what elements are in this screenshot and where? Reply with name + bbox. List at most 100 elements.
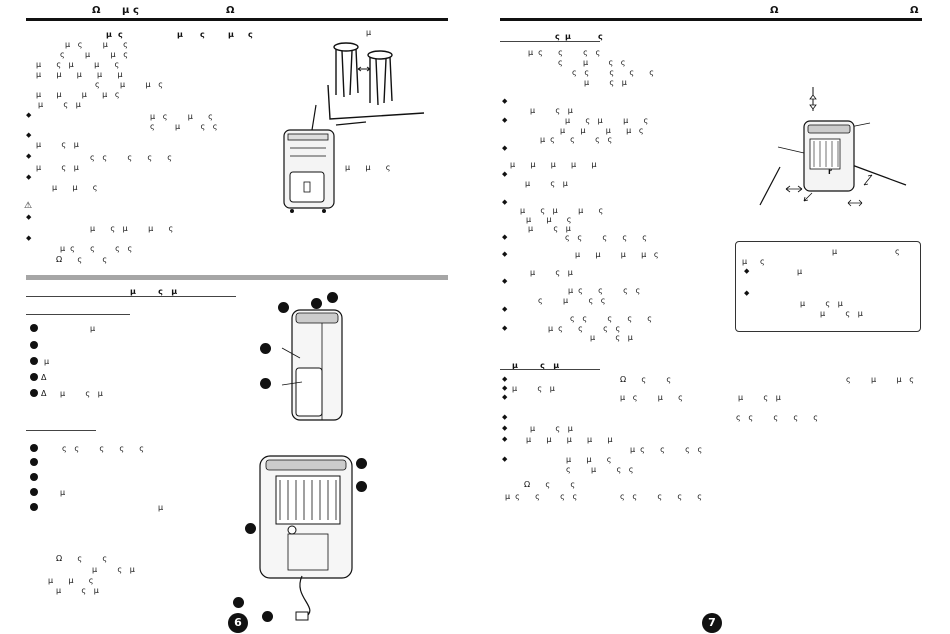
right-subheading-glyph-2: μ bbox=[565, 32, 571, 41]
left-header-rule bbox=[26, 18, 448, 21]
right-text-line: μ ς μ bbox=[530, 424, 573, 433]
right-text-line: μ ς μ bbox=[530, 106, 573, 115]
callout-1 bbox=[278, 302, 289, 313]
right-text-line: ς μ μ ς bbox=[846, 375, 914, 384]
right-text-line: ς μ ς ς bbox=[566, 465, 634, 474]
right-text-line: ς ς ς ς ς bbox=[565, 233, 647, 242]
note-glyph-2: ς bbox=[895, 247, 900, 256]
left-text-line: μ ς ς ς ς bbox=[60, 244, 133, 253]
left-text-line: ς μ ς ς bbox=[150, 122, 218, 131]
bullet: ◆ bbox=[502, 305, 508, 313]
front-part-3-glyph: μ bbox=[44, 357, 50, 366]
rear-part-2-marker bbox=[30, 458, 38, 466]
callout-rear-4 bbox=[356, 458, 367, 469]
callout-4 bbox=[260, 343, 271, 354]
left-text-line: μ ς μ bbox=[56, 586, 99, 595]
right-text-line: μ μ μ μ ς bbox=[560, 126, 644, 135]
bullet: ◆ bbox=[502, 413, 508, 421]
bullet: ◆ bbox=[502, 393, 508, 401]
bullet: ◆ bbox=[502, 384, 508, 392]
right-text-line: ς ς ς ς ς bbox=[570, 314, 652, 323]
clearance-diagram bbox=[759, 87, 907, 207]
right-header-rule bbox=[500, 18, 922, 21]
bullet: ◆ bbox=[502, 233, 508, 241]
left-text-line: μ μ ς bbox=[52, 183, 98, 192]
bullet: ◆ bbox=[26, 152, 32, 160]
clearance-mark-r: r bbox=[828, 167, 832, 176]
left-text-line: μ ς μ μ ς bbox=[36, 60, 120, 69]
bullet: ◆ bbox=[502, 277, 508, 285]
left-text-line: μ ς μ ς bbox=[150, 112, 213, 121]
callout-5 bbox=[260, 378, 271, 389]
bullet: ◆ bbox=[502, 455, 508, 463]
note-bullet-1: ◆ bbox=[744, 267, 750, 275]
left-text-line: μ ς μ bbox=[92, 565, 135, 574]
left-text-line: μ ς μ bbox=[36, 140, 79, 149]
front-part-4-glyph: Δ bbox=[41, 373, 47, 382]
dehumidifier-wall-illustration bbox=[283, 104, 367, 213]
callout-2 bbox=[311, 298, 322, 309]
rear-part-4-marker bbox=[30, 488, 38, 496]
rear-part-5-glyph: μ bbox=[158, 503, 164, 512]
right-text-line: μ μ μ μ ς bbox=[575, 250, 659, 259]
right-page-number: 7 bbox=[702, 613, 722, 633]
left-header-glyph-4: Ω bbox=[226, 5, 235, 16]
intro-glyph-2: ς bbox=[118, 30, 123, 39]
right-header-glyph-2: Ω bbox=[910, 5, 919, 16]
left-text-line: μ μ μ μ μ bbox=[36, 70, 123, 79]
right-section2-heading: μ ς μ bbox=[512, 361, 560, 370]
right-text-line: μ ς ς ς ς bbox=[505, 492, 578, 501]
left-text-line: μ ς μ bbox=[38, 100, 81, 109]
bullet: ◆ bbox=[26, 111, 32, 119]
right-header-glyph-1: Ω bbox=[770, 5, 779, 16]
tap-mark: μ bbox=[366, 28, 372, 37]
front-part-5-text: μ ς μ bbox=[60, 389, 103, 398]
front-part-2-marker bbox=[30, 341, 38, 349]
left-header-glyph-2: μ bbox=[122, 5, 130, 16]
bullet: ◆ bbox=[502, 424, 508, 432]
right-text-line: μ ς μ bbox=[584, 78, 627, 87]
right-text-line: μ ς μ bbox=[738, 393, 781, 402]
rear-part-1-marker bbox=[30, 444, 38, 452]
note-box bbox=[735, 241, 921, 332]
bullet: ◆ bbox=[502, 435, 508, 443]
left-text-line: μ μ ς bbox=[48, 576, 94, 585]
callout-3 bbox=[327, 292, 338, 303]
right-text-line: μ ς μ bbox=[530, 268, 573, 277]
rear-subheading-underline bbox=[26, 430, 96, 431]
front-part-1-glyph: μ bbox=[90, 324, 96, 333]
right-subheading-glyph-3: ς bbox=[598, 32, 603, 41]
right-text-line: μ μ μ μ μ bbox=[526, 435, 613, 444]
note-bullet-2: ◆ bbox=[744, 289, 750, 297]
front-subheading-underline bbox=[26, 314, 130, 315]
bullet: ◆ bbox=[502, 116, 508, 124]
right-text-line: μ ς μ bbox=[512, 384, 555, 393]
heading-underline bbox=[26, 296, 236, 297]
right-subheading-glyph-1: ς bbox=[555, 32, 560, 41]
right-text-line: μ ς ς ς ς bbox=[540, 135, 613, 144]
right-text-line: Ω ς ς bbox=[524, 480, 576, 489]
right-text-line: μ ς μ ς bbox=[620, 393, 683, 402]
bullet: ◆ bbox=[502, 324, 508, 332]
right-text-line: ς μ ς ς bbox=[558, 58, 626, 67]
note-text-line: μ ς μ bbox=[820, 309, 863, 318]
right-text-line: ς μ ς ς bbox=[538, 296, 606, 305]
bullet: ◆ bbox=[502, 170, 508, 178]
bullet: ◆ bbox=[26, 213, 32, 221]
intro-glyph-5: μ bbox=[228, 30, 234, 39]
front-part-1-marker bbox=[30, 324, 38, 332]
right-text-line: μ ς ς ς ς bbox=[630, 445, 703, 454]
callout-rear-5 bbox=[356, 481, 367, 492]
right-text-line: μ ς μ bbox=[590, 333, 633, 342]
right-subheading-underline bbox=[500, 41, 600, 42]
right-text-line: μ μ μ μ μ bbox=[510, 160, 597, 169]
components-heading: μ ς μ bbox=[130, 287, 178, 296]
left-text-line: ς μ μ ς bbox=[95, 80, 163, 89]
left-text-line: μ μ μ μ ς bbox=[36, 90, 120, 99]
right-text-line: ς ς ς ς ς bbox=[572, 68, 654, 77]
callout-rear-2 bbox=[233, 597, 244, 608]
right-section2-underline bbox=[500, 369, 600, 370]
bullet: ◆ bbox=[502, 144, 508, 152]
intro-glyph-3: μ bbox=[177, 30, 183, 39]
bullet: ◆ bbox=[502, 198, 508, 206]
